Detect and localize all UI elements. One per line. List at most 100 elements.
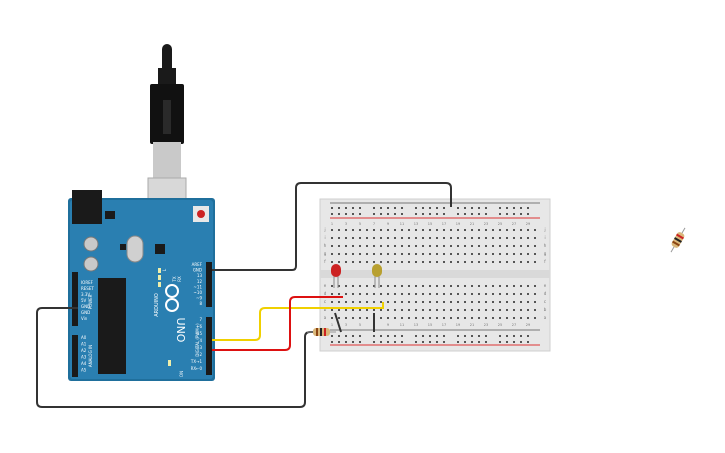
breadboard-hole[interactable] [499, 237, 501, 239]
breadboard-hole[interactable] [450, 301, 452, 303]
breadboard-hole[interactable] [506, 229, 508, 231]
breadboard-hole[interactable] [471, 285, 473, 287]
breadboard-hole[interactable] [387, 293, 389, 295]
breadboard-hole[interactable] [408, 293, 410, 295]
digital-header-bottom[interactable] [206, 317, 212, 375]
breadboard-hole[interactable] [331, 301, 333, 303]
rail-hole[interactable] [499, 207, 501, 209]
breadboard-hole[interactable] [471, 237, 473, 239]
breadboard-hole[interactable] [513, 301, 515, 303]
breadboard-hole[interactable] [401, 237, 403, 239]
breadboard-hole[interactable] [478, 229, 480, 231]
breadboard-hole[interactable] [387, 285, 389, 287]
breadboard[interactable]: 1133557799111113131515171719192121232325… [319, 198, 551, 352]
rail-hole[interactable] [394, 341, 396, 343]
breadboard-hole[interactable] [345, 253, 347, 255]
rail-hole[interactable] [373, 341, 375, 343]
breadboard-hole[interactable] [352, 261, 354, 263]
breadboard-hole[interactable] [366, 293, 368, 295]
breadboard-hole[interactable] [373, 261, 375, 263]
breadboard-hole[interactable] [492, 285, 494, 287]
breadboard-hole[interactable] [443, 309, 445, 311]
rail-hole[interactable] [464, 213, 466, 215]
breadboard-hole[interactable] [373, 237, 375, 239]
breadboard-hole[interactable] [366, 309, 368, 311]
breadboard-hole[interactable] [492, 301, 494, 303]
breadboard-hole[interactable] [345, 309, 347, 311]
rail-hole[interactable] [436, 335, 438, 337]
breadboard-hole[interactable] [415, 301, 417, 303]
breadboard-hole[interactable] [415, 261, 417, 263]
breadboard-hole[interactable] [373, 293, 375, 295]
breadboard-hole[interactable] [485, 301, 487, 303]
rail-hole[interactable] [380, 341, 382, 343]
breadboard-hole[interactable] [366, 261, 368, 263]
rail-hole[interactable] [352, 335, 354, 337]
breadboard-hole[interactable] [387, 317, 389, 319]
breadboard-hole[interactable] [450, 253, 452, 255]
rail-hole[interactable] [443, 213, 445, 215]
breadboard-hole[interactable] [401, 245, 403, 247]
breadboard-hole[interactable] [492, 309, 494, 311]
breadboard-hole[interactable] [492, 237, 494, 239]
breadboard-hole[interactable] [506, 253, 508, 255]
breadboard-hole[interactable] [527, 301, 529, 303]
breadboard-hole[interactable] [499, 317, 501, 319]
breadboard-hole[interactable] [401, 229, 403, 231]
breadboard-hole[interactable] [450, 237, 452, 239]
rail-hole[interactable] [457, 207, 459, 209]
rail-hole[interactable] [345, 207, 347, 209]
breadboard-hole[interactable] [436, 261, 438, 263]
breadboard-hole[interactable] [422, 293, 424, 295]
breadboard-hole[interactable] [408, 253, 410, 255]
breadboard-hole[interactable] [415, 229, 417, 231]
breadboard-hole[interactable] [485, 285, 487, 287]
breadboard-hole[interactable] [366, 253, 368, 255]
breadboard-hole[interactable] [366, 301, 368, 303]
breadboard-hole[interactable] [499, 285, 501, 287]
breadboard-hole[interactable] [394, 285, 396, 287]
rail-hole[interactable] [520, 213, 522, 215]
breadboard-hole[interactable] [534, 229, 536, 231]
rail-hole[interactable] [436, 341, 438, 343]
rail-hole[interactable] [429, 341, 431, 343]
wire-gnd-black[interactable] [212, 182, 452, 271]
breadboard-hole[interactable] [352, 317, 354, 319]
rail-hole[interactable] [331, 213, 333, 215]
breadboard-hole[interactable] [527, 253, 529, 255]
breadboard-hole[interactable] [478, 301, 480, 303]
breadboard-hole[interactable] [331, 261, 333, 263]
breadboard-hole[interactable] [401, 317, 403, 319]
breadboard-hole[interactable] [415, 317, 417, 319]
breadboard-hole[interactable] [373, 301, 375, 303]
breadboard-hole[interactable] [359, 317, 361, 319]
breadboard-hole[interactable] [338, 293, 340, 295]
rail-hole[interactable] [499, 335, 501, 337]
breadboard-hole[interactable] [338, 245, 340, 247]
rail-hole[interactable] [359, 341, 361, 343]
breadboard-hole[interactable] [520, 237, 522, 239]
breadboard-hole[interactable] [534, 245, 536, 247]
breadboard-hole[interactable] [380, 237, 382, 239]
breadboard-hole[interactable] [359, 261, 361, 263]
rail-hole[interactable] [373, 335, 375, 337]
breadboard-hole[interactable] [513, 237, 515, 239]
breadboard-hole[interactable] [464, 229, 466, 231]
rail-hole[interactable] [373, 207, 375, 209]
breadboard-hole[interactable] [373, 245, 375, 247]
breadboard-hole[interactable] [387, 301, 389, 303]
breadboard-hole[interactable] [457, 301, 459, 303]
rail-hole[interactable] [513, 213, 515, 215]
breadboard-hole[interactable] [338, 261, 340, 263]
breadboard-hole[interactable] [408, 261, 410, 263]
breadboard-hole[interactable] [429, 237, 431, 239]
breadboard-hole[interactable] [450, 261, 452, 263]
breadboard-hole[interactable] [394, 309, 396, 311]
breadboard-hole[interactable] [338, 301, 340, 303]
breadboard-hole[interactable] [338, 229, 340, 231]
breadboard-hole[interactable] [520, 229, 522, 231]
breadboard-hole[interactable] [464, 317, 466, 319]
rail-hole[interactable] [352, 207, 354, 209]
breadboard-hole[interactable] [436, 253, 438, 255]
breadboard-hole[interactable] [380, 261, 382, 263]
